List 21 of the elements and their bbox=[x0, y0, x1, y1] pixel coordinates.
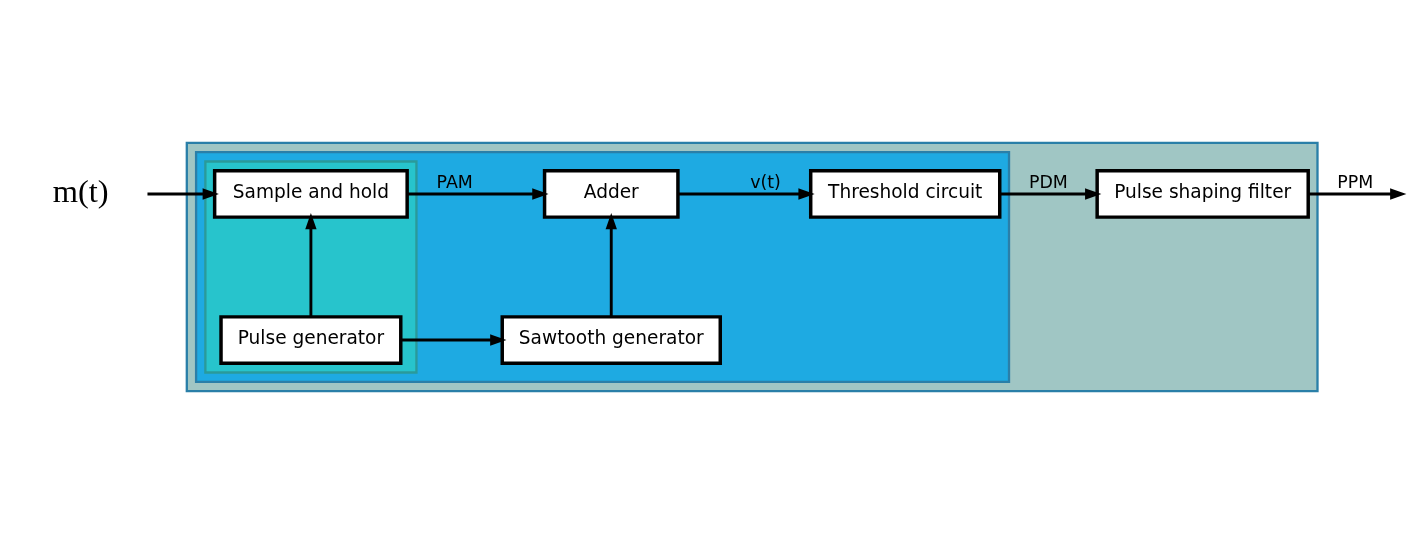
edge-label: v(t) bbox=[750, 171, 781, 192]
arrow bbox=[401, 333, 507, 346]
arrow bbox=[305, 212, 317, 317]
arrow bbox=[678, 187, 815, 200]
node-text: m(t) bbox=[52, 172, 109, 209]
arrow bbox=[999, 187, 1102, 200]
node-box: Pulse generator bbox=[219, 314, 403, 365]
node-box: Sawtooth generator bbox=[500, 314, 722, 365]
arrow bbox=[147, 187, 219, 200]
node-box: Adder bbox=[542, 168, 680, 219]
cluster bbox=[185, 141, 1319, 392]
node-box: Threshold circuit bbox=[808, 168, 1002, 219]
edge-label: PPM bbox=[1337, 171, 1374, 192]
arrow bbox=[1308, 187, 1407, 200]
edge-label: PDM bbox=[1029, 171, 1068, 192]
edge-label: PAM bbox=[436, 171, 473, 192]
cluster bbox=[194, 150, 1011, 383]
node-box: Sample and hold bbox=[212, 168, 409, 219]
arrow bbox=[407, 187, 549, 200]
arrow bbox=[605, 212, 617, 317]
node-box: Pulse shaping filter bbox=[1095, 168, 1310, 219]
